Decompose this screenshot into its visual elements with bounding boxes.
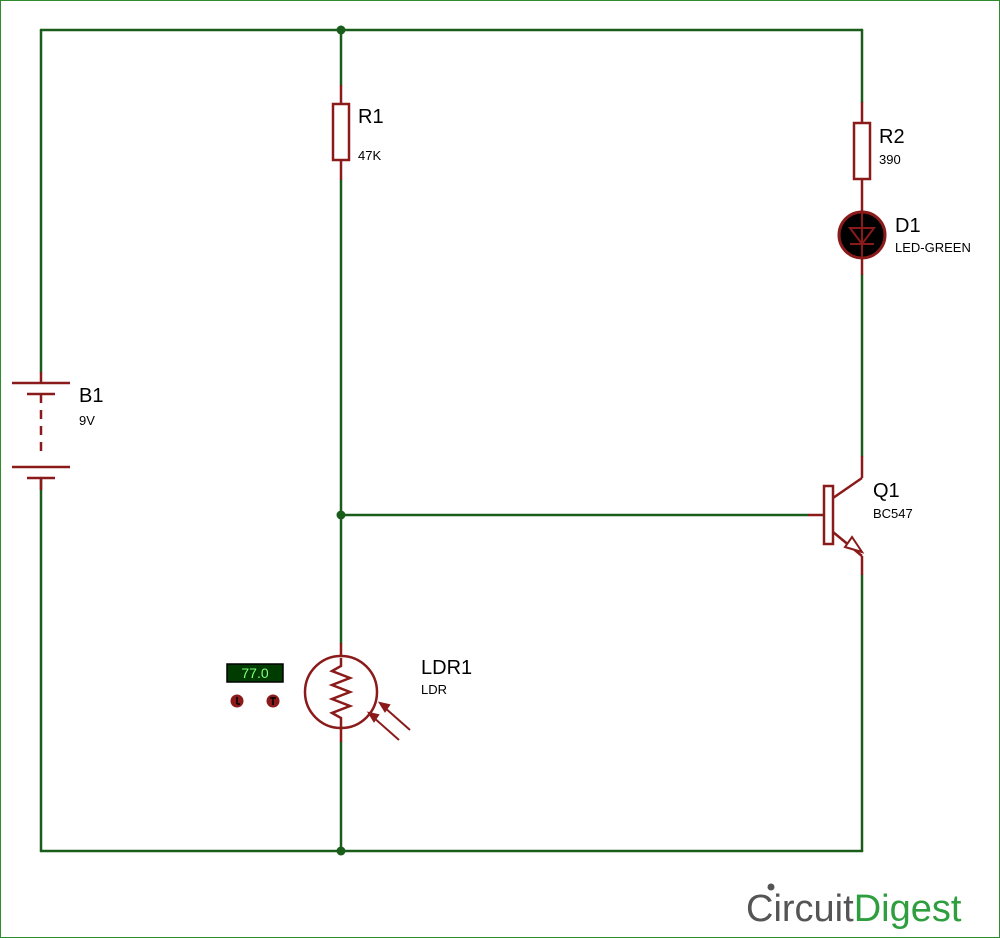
battery-value-label: 9V	[79, 413, 95, 428]
ldr-ref-label: LDR1	[421, 657, 472, 679]
light-arrows-icon	[366, 701, 411, 741]
transistor-q1[interactable]	[808, 456, 865, 575]
q1-ref-label: Q1	[873, 480, 900, 502]
battery-b1[interactable]	[12, 372, 70, 490]
wires	[39, 28, 864, 853]
ldr-light-value: 77.0	[241, 665, 268, 681]
q1-value-label: BC547	[873, 506, 913, 521]
r2-ref-label: R2	[879, 126, 905, 148]
ldr-decrease-button[interactable]	[230, 694, 244, 708]
r1-value-label: 47K	[358, 148, 381, 163]
logo-text-circuit: Circuit	[746, 888, 854, 930]
logo-text-digest: Digest	[854, 888, 962, 930]
junction-bottom	[336, 846, 346, 856]
battery-ref-label: B1	[79, 385, 103, 407]
led-ref-label: D1	[895, 215, 921, 237]
resistor-r1[interactable]	[331, 85, 351, 180]
led-d1[interactable]	[837, 210, 887, 275]
logo-dot-icon	[767, 883, 775, 891]
r2-value-label: 390	[879, 152, 901, 167]
ldr-increase-button[interactable]	[266, 694, 280, 708]
logo-text: CircuitDigest	[746, 888, 962, 930]
ldr-ldr1[interactable]	[303, 643, 379, 742]
junction-base	[336, 510, 346, 520]
r1-ref-label: R1	[358, 106, 384, 128]
led-value-label: LED-GREEN	[895, 240, 971, 255]
ldr-value-label: LDR	[421, 682, 447, 697]
junctions	[336, 25, 346, 856]
ldr-light-display: 77.0	[226, 663, 284, 683]
junction-top	[336, 25, 346, 35]
circuitdigest-logo: CircuitDigest	[746, 883, 962, 930]
resistor-r2[interactable]	[852, 102, 872, 212]
